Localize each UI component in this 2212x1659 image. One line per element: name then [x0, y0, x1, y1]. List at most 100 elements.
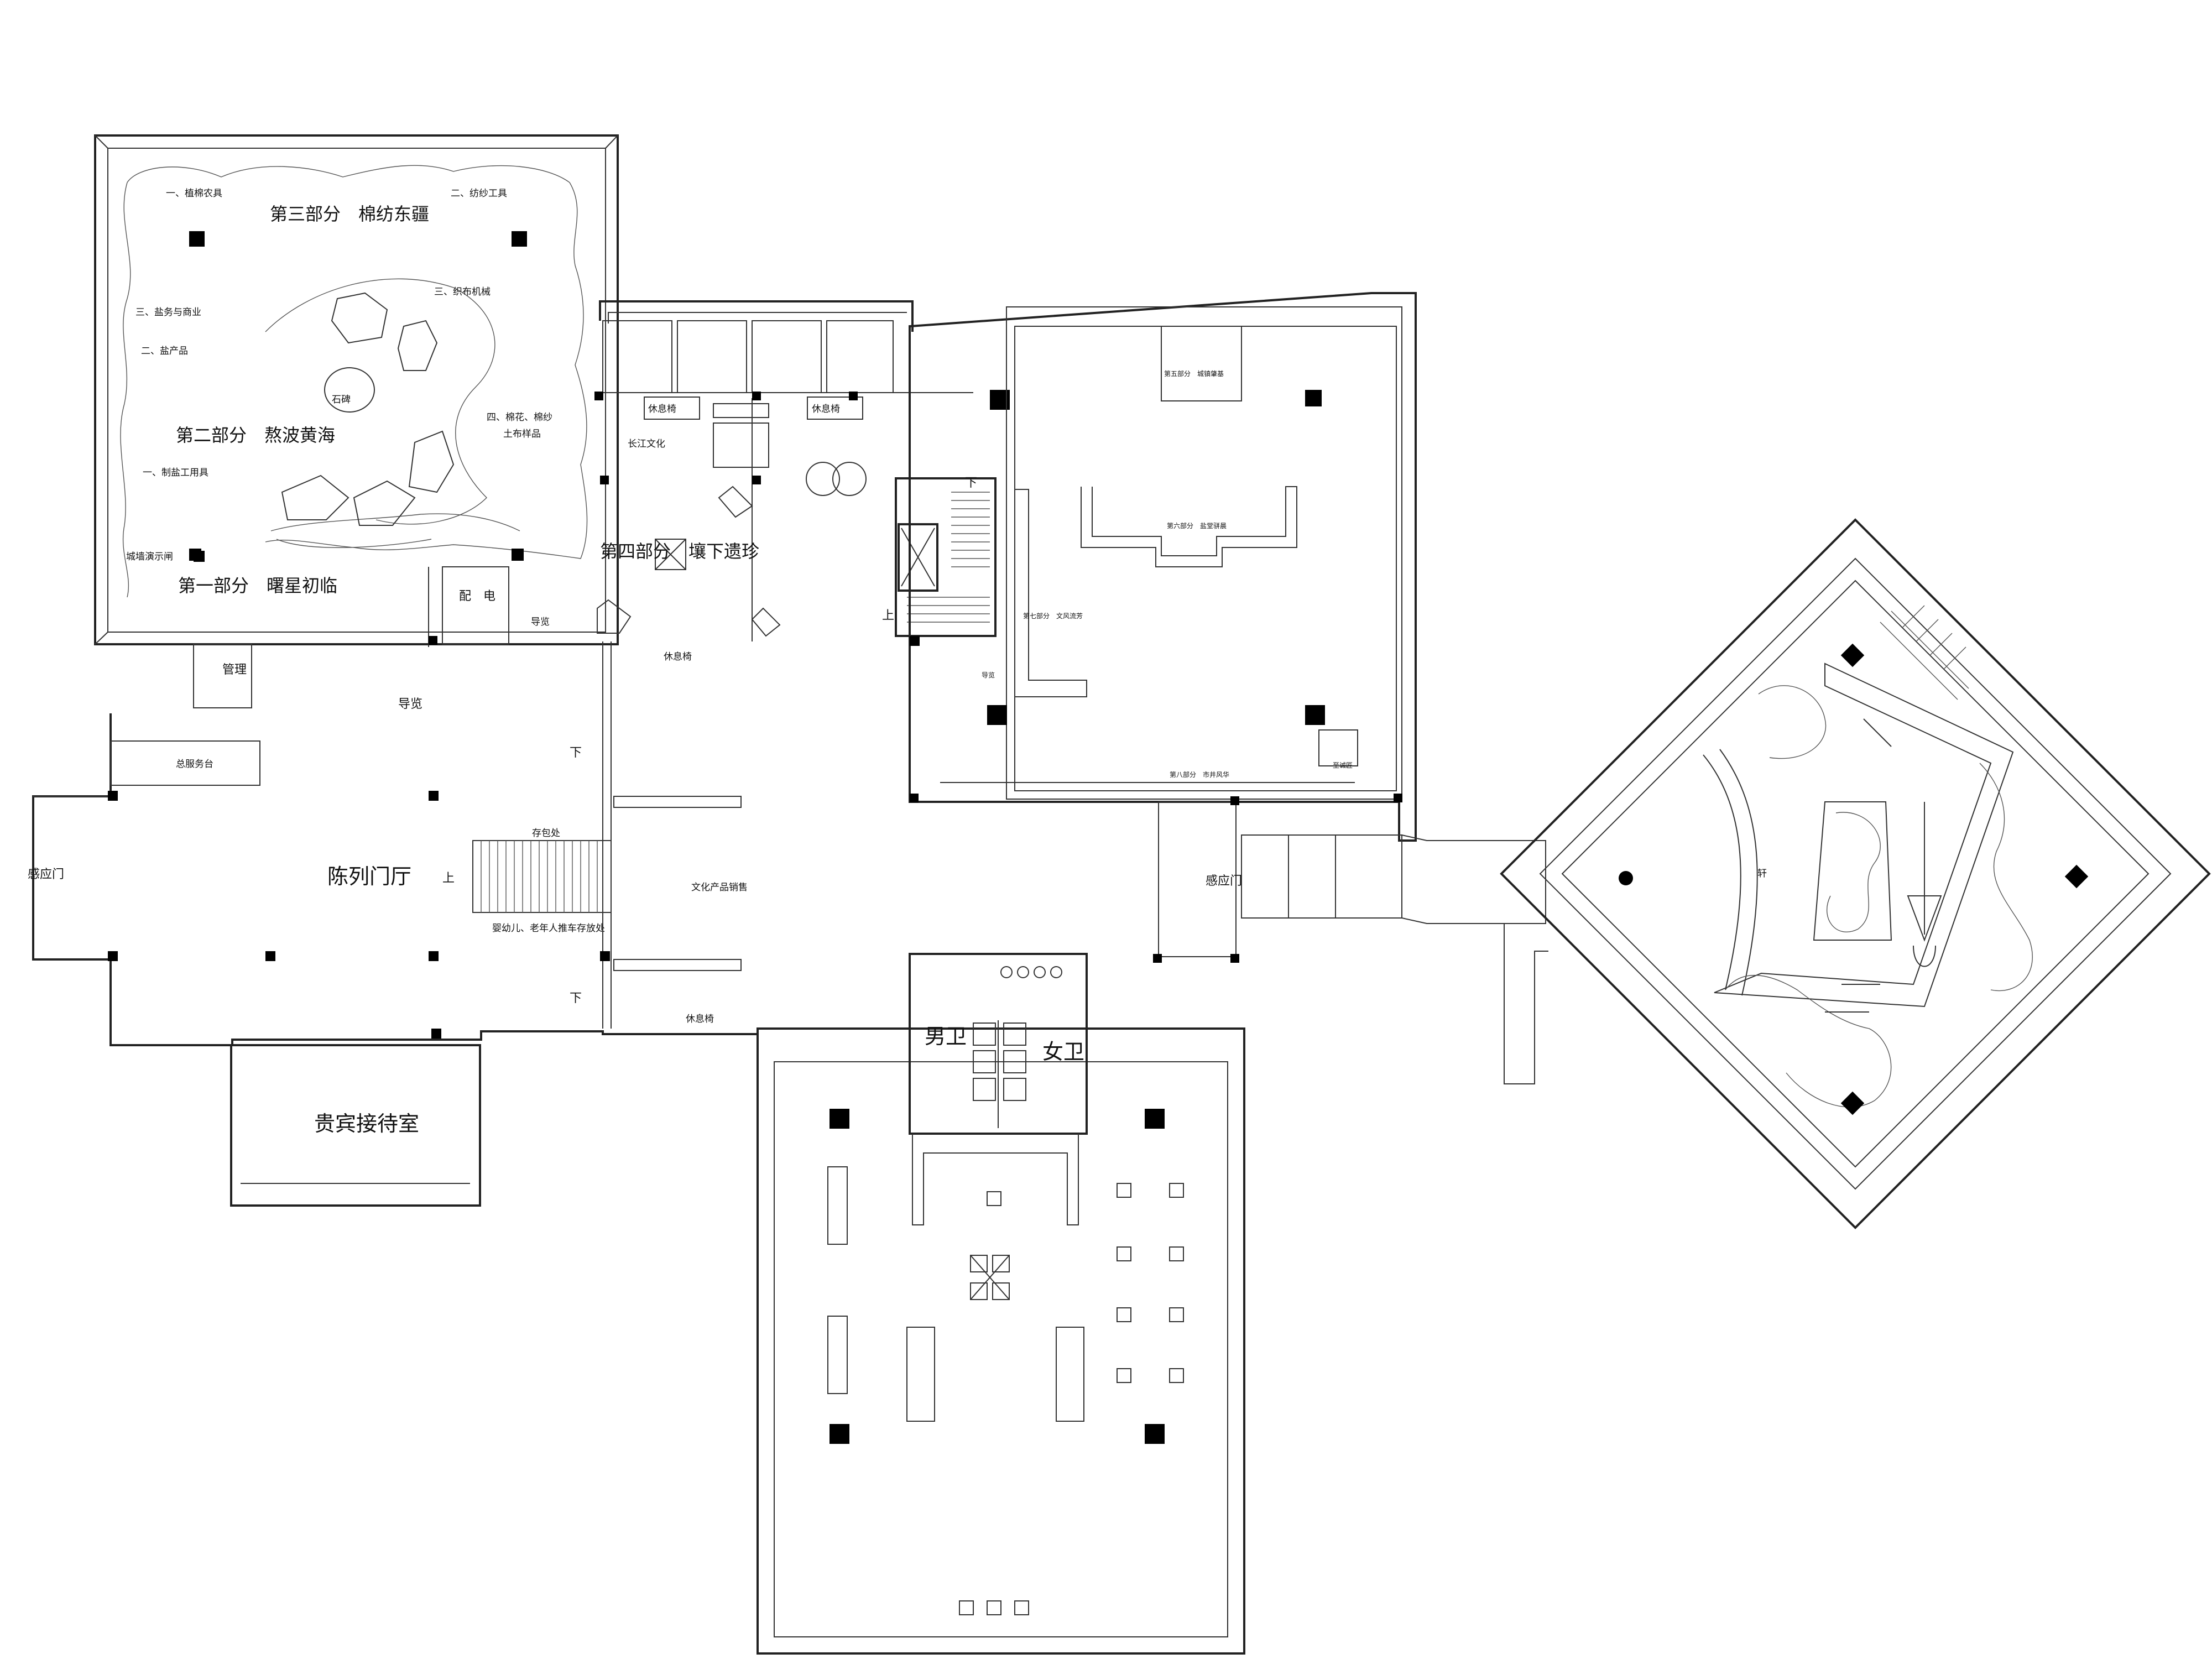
display-stone	[331, 292, 388, 344]
figure-marker	[1913, 945, 1936, 967]
label-guide-2: 导览	[982, 671, 995, 679]
northwest-hall-inner-wall	[107, 148, 606, 633]
shop-counter	[613, 796, 742, 808]
label-auto-door-east: 感应门	[1206, 874, 1242, 888]
part7-title: 第七部分 文风流芳	[1023, 612, 1083, 620]
spiral-stair	[832, 462, 867, 496]
ramp	[1504, 924, 1548, 1084]
power-room	[442, 566, 509, 645]
exhibit-path-inner	[276, 539, 432, 548]
wall-corner-line	[95, 632, 108, 645]
study-room	[1318, 729, 1358, 766]
northwest-hall-outer-wall	[94, 134, 619, 645]
northeast-hall-outer-wall	[1371, 292, 1417, 841]
connector-bridge	[1241, 834, 1548, 1084]
label-weaving: 三、织布机械	[434, 286, 491, 298]
south-hall-outer-wall	[757, 1027, 1245, 1655]
display-case	[827, 1316, 848, 1394]
exhibit-path-outline	[127, 165, 588, 559]
grand-stair-treads	[481, 841, 598, 912]
exhibit-path-outline	[120, 182, 131, 598]
column	[189, 231, 205, 247]
part1-title: 第一部分 曙星初临	[178, 575, 337, 596]
grand-stair	[472, 840, 612, 913]
label-rest-bench-4: 休息椅	[686, 1014, 714, 1025]
shelter-2-bridge	[1401, 834, 1546, 924]
label-grand-stair-up: 上	[442, 872, 455, 885]
column	[600, 951, 610, 961]
column	[752, 476, 761, 484]
display-stone	[353, 480, 416, 526]
label-xuan: 轩	[1757, 868, 1767, 879]
column	[194, 551, 205, 562]
stair-elevator-core: 下 上	[882, 390, 1010, 637]
display-case	[1056, 1327, 1084, 1422]
column	[1394, 794, 1402, 802]
label-stair-down: 下	[965, 476, 977, 490]
label-rest-bench-3: 休息椅	[664, 651, 692, 662]
label-power-room: 配 电	[459, 589, 495, 603]
south-hall: 男卫 女卫	[757, 953, 1245, 1655]
vip-room-wall	[230, 1044, 481, 1207]
label-stair-down-2: 下	[570, 746, 582, 760]
label-guide-1: 导览	[531, 617, 550, 628]
pavilion-inner-wall	[1539, 557, 2172, 1190]
management-room	[193, 644, 252, 708]
part6-title: 第六部分 盐堂骈晨	[1167, 521, 1227, 530]
exhibition-lobby: 总服务台 管理 陈列门厅 感应门 导览 上 存包处 文化产品销售 婴幼儿、老	[28, 636, 1242, 1046]
label-cotton-samples: 四、棉花、棉纱	[487, 412, 552, 423]
display-case	[655, 539, 686, 570]
curved-wall	[1719, 749, 1758, 996]
column	[1145, 1109, 1165, 1129]
pavilion-outer-wall	[1500, 518, 2211, 1229]
diamond-pavilion: 轩	[1500, 518, 2211, 1229]
label-rest-bench-1: 休息椅	[648, 404, 676, 415]
display-bay	[602, 320, 672, 393]
spiral-stair	[806, 462, 840, 496]
vip-room: 贵宾接待室	[230, 1044, 481, 1207]
toilet-stalls	[973, 1022, 1026, 1101]
column	[830, 1424, 849, 1444]
column	[910, 636, 920, 646]
display-stone	[408, 430, 455, 493]
label-pavilion: 城墙演示闸	[126, 551, 173, 562]
column	[1230, 796, 1239, 805]
north-central-inner-wall	[608, 312, 907, 324]
connector-walkway	[1241, 834, 1402, 919]
column	[2064, 864, 2089, 889]
column	[987, 705, 1007, 725]
pavilion-gallery	[1561, 580, 2150, 1168]
rockery-contour	[1979, 763, 2033, 992]
display-case	[751, 607, 781, 637]
display-stone	[281, 474, 349, 520]
north-central-block: 休息椅 休息椅 长江文化 第四部分 壤下遗珍 休息椅 导览	[531, 300, 973, 662]
column	[108, 951, 118, 961]
northwest-hall: 第三部分 棉纺东疆 一、植棉农具 二、纺纱工具 三、织布机械 三、盐务与商业 二…	[94, 134, 619, 647]
restroom-block	[909, 953, 1088, 1135]
display-stone	[397, 320, 438, 371]
bench	[644, 397, 700, 420]
central-island	[1813, 801, 1892, 941]
column	[910, 794, 919, 802]
display-bay	[752, 320, 822, 393]
part4-title: 第四部分 壤下遗珍	[600, 541, 759, 562]
column	[594, 392, 603, 400]
column	[1230, 954, 1239, 963]
label-spinning-tools: 二、纺纱工具	[451, 188, 507, 199]
display-case	[827, 1166, 848, 1245]
column	[429, 951, 439, 961]
display-case	[906, 1327, 935, 1422]
label-cotton-tools: 一、植棉农具	[166, 188, 222, 199]
column	[752, 392, 761, 400]
northeast-hall-inner-wall	[1006, 306, 1402, 800]
label-study: 至诚匠	[1333, 761, 1353, 769]
part7-display	[1015, 489, 1087, 697]
label-stroller-storage: 婴幼儿、老年人推车存放处	[492, 923, 605, 934]
rockery-display	[1714, 662, 2014, 1008]
column	[512, 231, 527, 247]
vip-room-title: 贵宾接待室	[314, 1112, 419, 1136]
display-case	[597, 599, 632, 634]
display-case	[713, 422, 769, 468]
label-rest-bench-2: 休息椅	[812, 404, 840, 415]
